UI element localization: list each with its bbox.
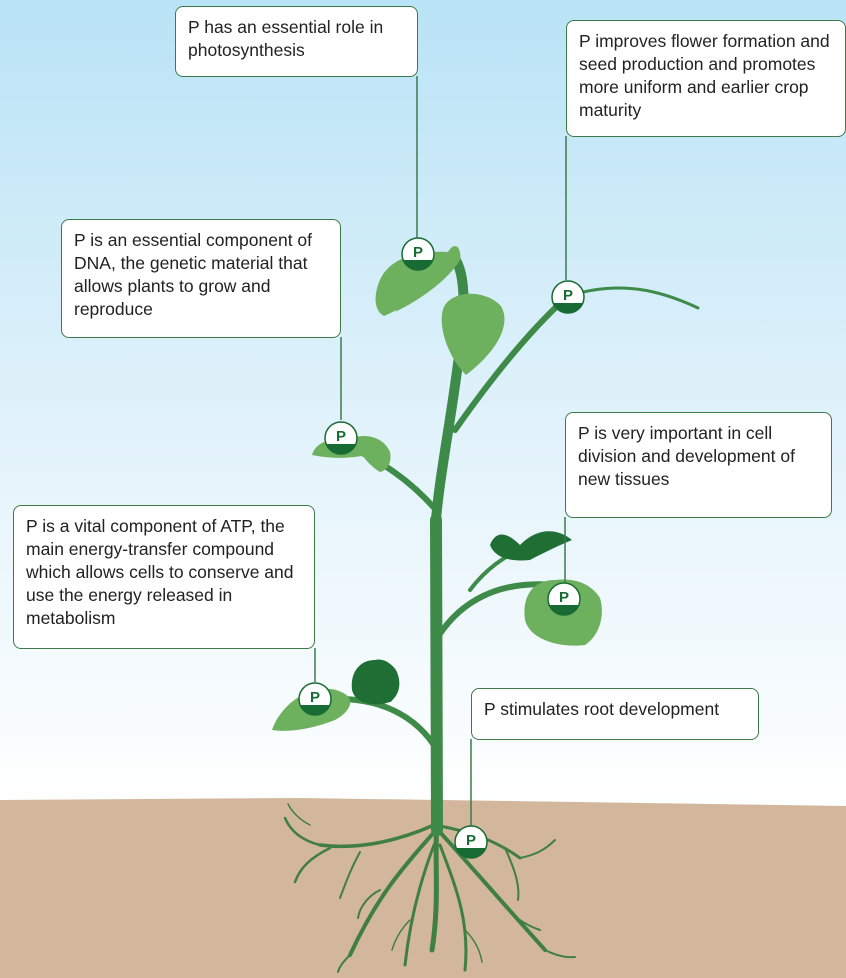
badge-label: P bbox=[413, 244, 423, 261]
phosphorus-badge: P bbox=[298, 682, 332, 716]
plant-roots bbox=[283, 803, 576, 973]
badge-label: P bbox=[310, 689, 320, 706]
callout-flower-seed: P improves flower formation and seed pro… bbox=[566, 20, 846, 137]
callout-atp: P is a vital component of ATP, the main … bbox=[13, 505, 315, 649]
callout-root-development: P stimulates root development bbox=[471, 688, 759, 740]
leaf bbox=[395, 246, 461, 312]
phosphorus-badge: P bbox=[551, 280, 585, 314]
soil-ground bbox=[0, 798, 846, 978]
leaf bbox=[352, 435, 391, 472]
badge-label: P bbox=[559, 589, 569, 606]
phosphorus-badge: P bbox=[324, 421, 358, 455]
phosphorus-badge: P bbox=[401, 237, 435, 271]
badge-label: P bbox=[563, 287, 573, 304]
leaf bbox=[441, 293, 505, 375]
badge-label: P bbox=[466, 832, 476, 849]
leaf bbox=[351, 659, 400, 705]
phosphorus-badge: P bbox=[454, 825, 488, 859]
phosphorus-badges: P P P P P P bbox=[298, 237, 585, 859]
leaf bbox=[375, 251, 448, 316]
callout-cell-division: P is very important in cell division and… bbox=[565, 412, 832, 518]
callout-dna: P is an essential component of DNA, the … bbox=[61, 219, 341, 338]
badge-label: P bbox=[336, 428, 346, 445]
phosphorus-badge: P bbox=[547, 582, 581, 616]
callout-photosynthesis: P has an essential role in photosynthesi… bbox=[175, 6, 418, 77]
leaf bbox=[490, 531, 572, 561]
connector-lines bbox=[314, 76, 567, 826]
